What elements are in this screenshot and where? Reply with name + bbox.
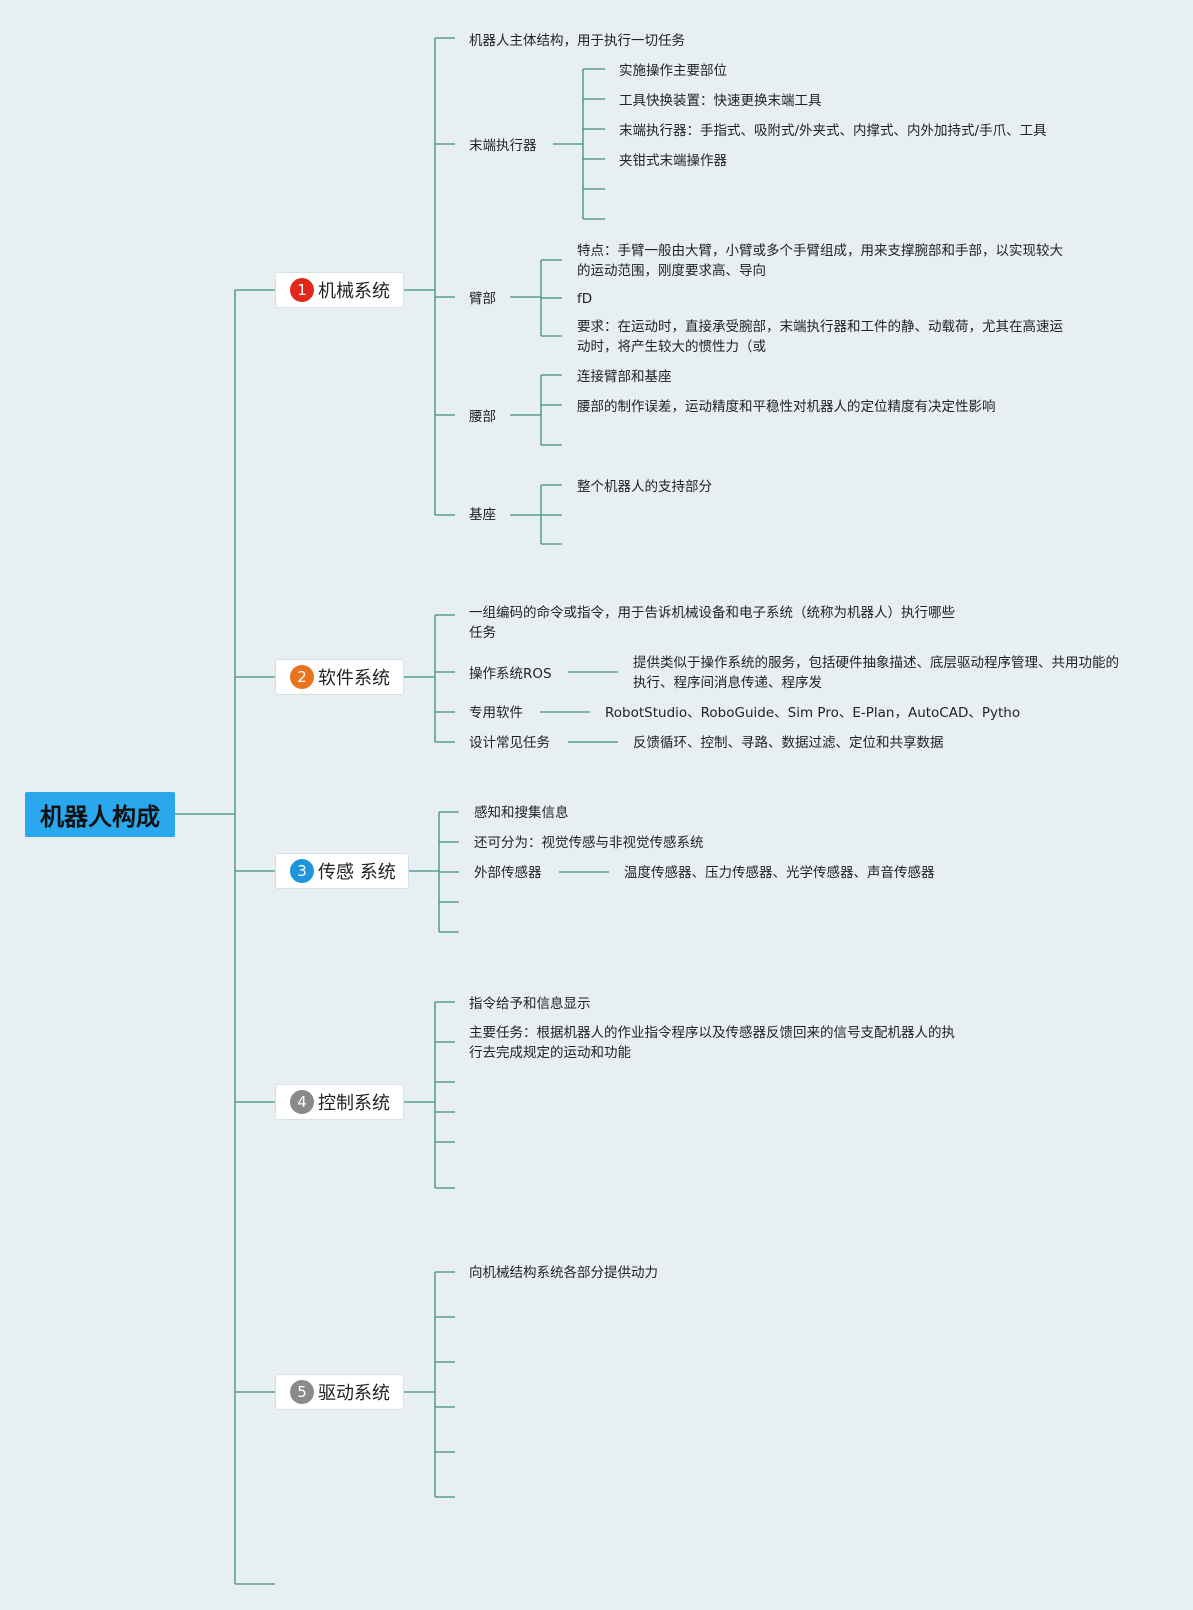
subtopic-node[interactable]: 实施操作主要部位 [619, 63, 727, 79]
subtopic-node[interactable]: 整个机器人的支持部分 [577, 479, 712, 495]
branch-label: 控制系统 [318, 1093, 390, 1114]
topic-node[interactable]: 臂部 [469, 291, 496, 307]
topic-node[interactable]: 末端执行器 [469, 138, 537, 154]
topic-node[interactable]: 向机械结构系统各部分提供动力 [469, 1265, 658, 1281]
branch-node-sensing[interactable]: 3 传感 系统 [275, 853, 409, 889]
topic-node[interactable]: 专用软件 [469, 705, 523, 721]
branch-label: 传感 系统 [318, 862, 396, 883]
branch-label: 软件系统 [318, 668, 390, 689]
topic-node[interactable]: 感知和搜集信息 [474, 805, 569, 821]
topic-node[interactable]: 一组编码的命令或指令，用于告诉机械设备和电子系统（统称为机器人）执行哪些任务 [469, 605, 955, 641]
subtopic-node[interactable]: 要求：在运动时，直接承受腕部，末端执行器和工件的静、动载荷，尤其在高速运动时，将… [577, 319, 1063, 355]
subtopic-node[interactable]: RobotStudio、RoboGuide、Sim Pro、E-Plan，Aut… [605, 705, 1021, 721]
number-badge-icon: 2 [290, 665, 314, 689]
branch-label: 驱动系统 [318, 1383, 390, 1404]
topic-node[interactable]: 指令给予和信息显示 [469, 996, 591, 1012]
number-badge-icon: 4 [290, 1090, 314, 1114]
topic-node[interactable]: 外部传感器 [474, 865, 542, 881]
subtopic-node[interactable]: 特点：手臂一般由大臂，小臂或多个手臂组成，用来支撑腕部和手部，以实现较大的运动范… [577, 243, 1063, 279]
branch-label: 机械系统 [318, 281, 390, 302]
topic-node[interactable]: 基座 [469, 507, 496, 523]
number-badge-icon: 3 [290, 859, 314, 883]
topic-node[interactable]: 操作系统ROS [469, 666, 552, 682]
topic-node[interactable]: 机器人主体结构，用于执行一切任务 [469, 33, 685, 49]
subtopic-node[interactable]: 连接臂部和基座 [577, 369, 672, 385]
subtopic-node[interactable]: 提供类似于操作系统的服务，包括硬件抽象描述、底层驱动程序管理、共用功能的执行、程… [633, 655, 1119, 691]
branch-node-control[interactable]: 4 控制系统 [275, 1084, 404, 1120]
branch-node-mechanical[interactable]: 1 机械系统 [275, 272, 404, 308]
subtopic-node[interactable]: 腰部的制作误差，运动精度和平稳性对机器人的定位精度有决定性影响 [577, 399, 996, 415]
subtopic-node[interactable]: fD [577, 291, 593, 307]
number-badge-icon: 1 [290, 278, 314, 302]
root-node[interactable]: 机器人构成 [25, 792, 175, 837]
topic-node[interactable]: 主要任务：根据机器人的作业指令程序以及传感器反馈回来的信号支配机器人的执行去完成… [469, 1025, 955, 1061]
subtopic-node[interactable]: 反馈循环、控制、寻路、数据过滤、定位和共享数据 [633, 735, 944, 751]
topic-node[interactable]: 设计常见任务 [469, 735, 550, 751]
topic-node[interactable]: 还可分为：视觉传感与非视觉传感系统 [474, 835, 704, 851]
branch-node-software[interactable]: 2 软件系统 [275, 659, 404, 695]
subtopic-node[interactable]: 末端执行器：手指式、吸附式/外夹式、内撑式、内外加持式/手爪、工具 [619, 123, 1047, 139]
subtopic-node[interactable]: 工具快换装置：快速更换末端工具 [619, 93, 822, 109]
branch-node-drive[interactable]: 5 驱动系统 [275, 1374, 404, 1410]
subtopic-node[interactable]: 夹钳式末端操作器 [619, 153, 727, 169]
subtopic-node[interactable]: 温度传感器、压力传感器、光学传感器、声音传感器 [624, 865, 935, 881]
topic-node[interactable]: 腰部 [469, 409, 496, 425]
number-badge-icon: 5 [290, 1380, 314, 1404]
